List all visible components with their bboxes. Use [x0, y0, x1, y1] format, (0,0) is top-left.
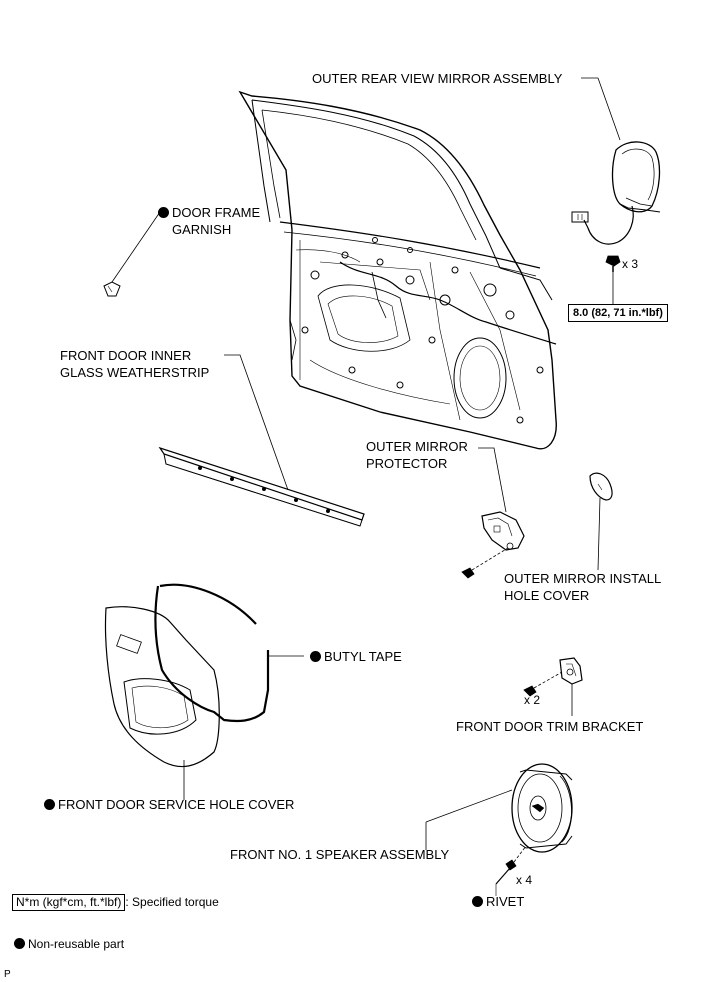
butyl-tape — [154, 583, 304, 723]
label-hole-cover-line-1: OUTER MIRROR INSTALL — [504, 571, 662, 586]
label-protector-line-2: PROTECTOR — [366, 456, 448, 471]
label-protector-line-1: OUTER MIRROR — [366, 439, 468, 454]
label-butyl-tape: BUTYL TAPE — [310, 648, 402, 665]
front-door-trim-bracket — [523, 657, 583, 716]
legend-torque-unit: N*m (kgf*cm, ft.*lbf) — [12, 894, 126, 911]
label-door-frame-garnish-line-1: DOOR FRAME — [172, 205, 261, 220]
label-outer-mirror-protector: OUTER MIRROR PROTECTOR — [366, 438, 468, 472]
front-door-service-hole-cover — [104, 606, 220, 800]
label-weatherstrip-line-1: FRONT DOOR INNER — [60, 348, 192, 363]
front-door-panel — [238, 90, 557, 450]
qty-mirror-bolts: x 3 — [622, 257, 639, 271]
outer-rear-view-mirror-assembly — [571, 77, 661, 304]
outer-mirror-install-hole-cover — [589, 472, 613, 571]
legend-torque-desc: : Specified torque — [125, 895, 219, 909]
non-reusable-marker — [472, 896, 483, 907]
label-service-hole-cover-text: FRONT DOOR SERVICE HOLE COVER — [58, 797, 295, 812]
door-frame-garnish — [103, 211, 161, 297]
label-rivet: RIVET — [472, 893, 524, 910]
label-front-door-service-hole-cover: FRONT DOOR SERVICE HOLE COVER — [44, 796, 294, 813]
front-no-1-speaker-assembly — [425, 763, 573, 896]
label-hole-cover-line-2: HOLE COVER — [504, 588, 590, 603]
front-door-inner-glass-weatherstrip — [158, 354, 365, 527]
legend-non-reusable: Non-reusable part — [14, 936, 124, 953]
qty-rivets: x 4 — [516, 873, 533, 887]
label-front-no-1-speaker-assembly: FRONT NO. 1 SPEAKER ASSEMBLY — [230, 847, 450, 862]
outer-mirror-protector — [461, 447, 525, 579]
label-butyl-tape-text: BUTYL TAPE — [324, 649, 402, 664]
label-front-door-inner-glass-weatherstrip: FRONT DOOR INNER GLASS WEATHERSTRIP — [60, 347, 209, 381]
non-reusable-marker — [158, 207, 169, 218]
label-outer-rear-view-mirror-assembly: OUTER REAR VIEW MIRROR ASSEMBLY — [312, 71, 563, 86]
torque-mirror-bolts: 8.0 (82, 71 in.*lbf) — [568, 304, 668, 322]
legend-non-reusable-text: Non-reusable part — [28, 937, 125, 951]
label-door-frame-garnish: DOOR FRAME GARNISH — [158, 204, 260, 238]
label-front-door-trim-bracket: FRONT DOOR TRIM BRACKET — [456, 719, 644, 734]
qty-bracket-screws: x 2 — [524, 693, 541, 707]
legend-torque: N*m (kgf*cm, ft.*lbf): Specified torque — [12, 894, 219, 911]
non-reusable-marker — [44, 799, 55, 810]
label-door-frame-garnish-line-2: GARNISH — [172, 222, 232, 237]
non-reusable-marker — [310, 651, 321, 662]
label-rivet-text: RIVET — [486, 894, 525, 909]
label-weatherstrip-line-2: GLASS WEATHERSTRIP — [60, 365, 210, 380]
non-reusable-marker — [14, 938, 25, 949]
footer-code: P — [4, 969, 11, 980]
label-outer-mirror-install-hole-cover: OUTER MIRROR INSTALL HOLE COVER — [504, 570, 661, 604]
